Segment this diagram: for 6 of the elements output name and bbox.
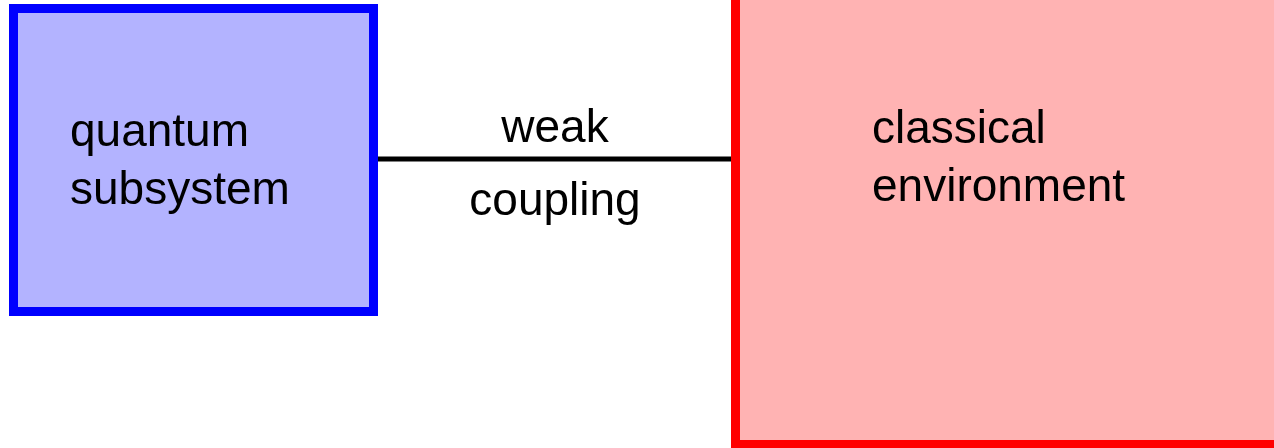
connector-line xyxy=(378,156,731,162)
box-label: quantum subsystem xyxy=(70,103,291,216)
system-box xyxy=(9,4,378,316)
system-box xyxy=(731,0,1274,448)
edge-label: weak coupling xyxy=(468,99,642,227)
box-label: classical environment xyxy=(872,100,1127,213)
